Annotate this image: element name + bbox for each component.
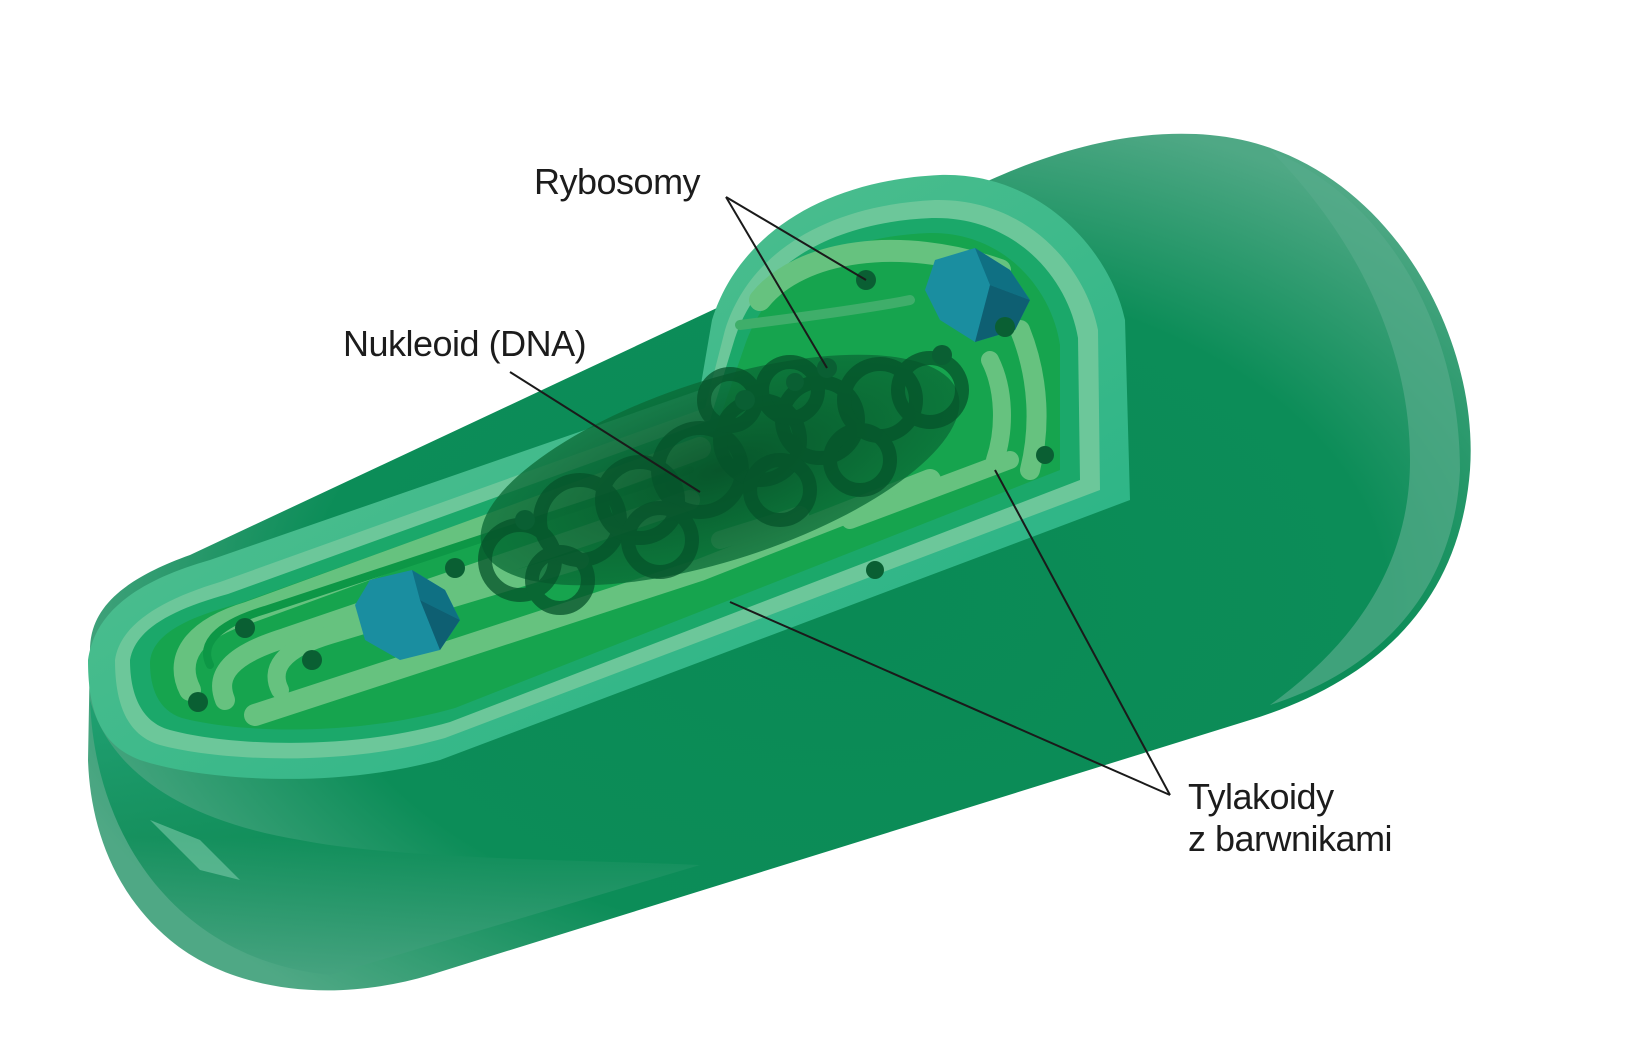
label-ribosomes: Rybosomy: [534, 161, 701, 202]
label-thylakoids-line1: Tylakoidy: [1188, 776, 1334, 817]
leader-lines: [509, 196, 1171, 796]
label-thylakoids-line2: z barwnikami: [1188, 818, 1393, 859]
label-nucleoid: Nukleoid (DNA): [343, 323, 587, 364]
leader-ribosome-1: [725, 196, 867, 281]
ribosomes: [188, 270, 1054, 712]
nucleoid-dna: [478, 351, 969, 615]
leader-thylakoid-1: [994, 469, 1171, 796]
carboxysome-left: [355, 570, 460, 660]
leader-thylakoid-2: [729, 601, 1171, 796]
leader-nucleoid: [509, 371, 701, 493]
leader-ribosome-2: [725, 196, 828, 369]
